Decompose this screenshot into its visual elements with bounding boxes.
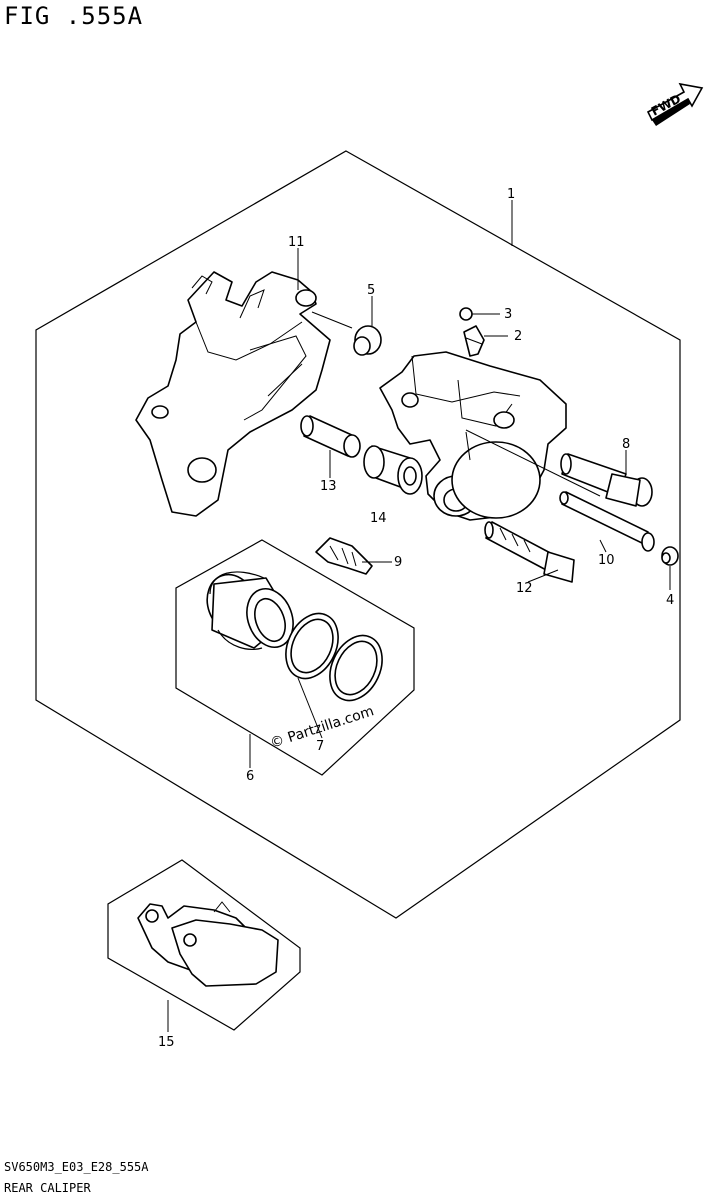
pin-plug — [661, 546, 679, 566]
callout-1: 1 — [507, 187, 515, 202]
slide-pin — [300, 415, 361, 458]
callout-13: 13 — [320, 479, 337, 494]
callout-11: 11 — [288, 235, 305, 250]
caliper-assembly-outline — [35, 150, 681, 919]
caliper-piston — [206, 571, 294, 651]
bleeder-valve — [463, 325, 485, 357]
figure-title: FIG .555A — [4, 2, 144, 30]
fwd-arrow-icon: FWD — [646, 82, 704, 126]
callout-8: 8 — [622, 437, 630, 452]
brake-pad-set — [137, 901, 279, 987]
leader-lines — [167, 200, 671, 1032]
diagram-code: SV650M3_E03_E28_555A — [4, 1160, 149, 1174]
piston-kit-outline — [175, 539, 415, 776]
caliper-pin-10 — [559, 491, 655, 552]
pad-spring — [315, 537, 373, 575]
callout-9: 9 — [394, 555, 402, 570]
diagram-name: REAR CALIPER — [4, 1181, 91, 1195]
callout-6: 6 — [246, 769, 254, 784]
callout-15: 15 — [158, 1035, 175, 1050]
callout-3: 3 — [504, 307, 512, 322]
pad-set-outline — [107, 859, 301, 1031]
callout-7: 7 — [316, 739, 324, 754]
callout-2: 2 — [514, 329, 522, 344]
caliper-pin-8 — [560, 453, 653, 507]
callout-10: 10 — [598, 553, 615, 568]
callout-4: 4 — [666, 593, 674, 608]
caliper-body — [379, 351, 567, 521]
callout-numbers: 1 2 3 4 5 6 7 8 9 10 11 12 13 14 15 — [158, 187, 674, 1050]
caliper-bracket — [135, 271, 331, 517]
callout-12: 12 — [516, 581, 533, 596]
pin-bushing — [363, 445, 423, 495]
bracket-bolt — [484, 521, 575, 583]
callout-5: 5 — [367, 283, 375, 298]
piston-seal — [285, 612, 383, 702]
pin-boot — [353, 325, 382, 356]
callout-14: 14 — [370, 511, 387, 526]
bleeder-cap — [459, 307, 473, 321]
